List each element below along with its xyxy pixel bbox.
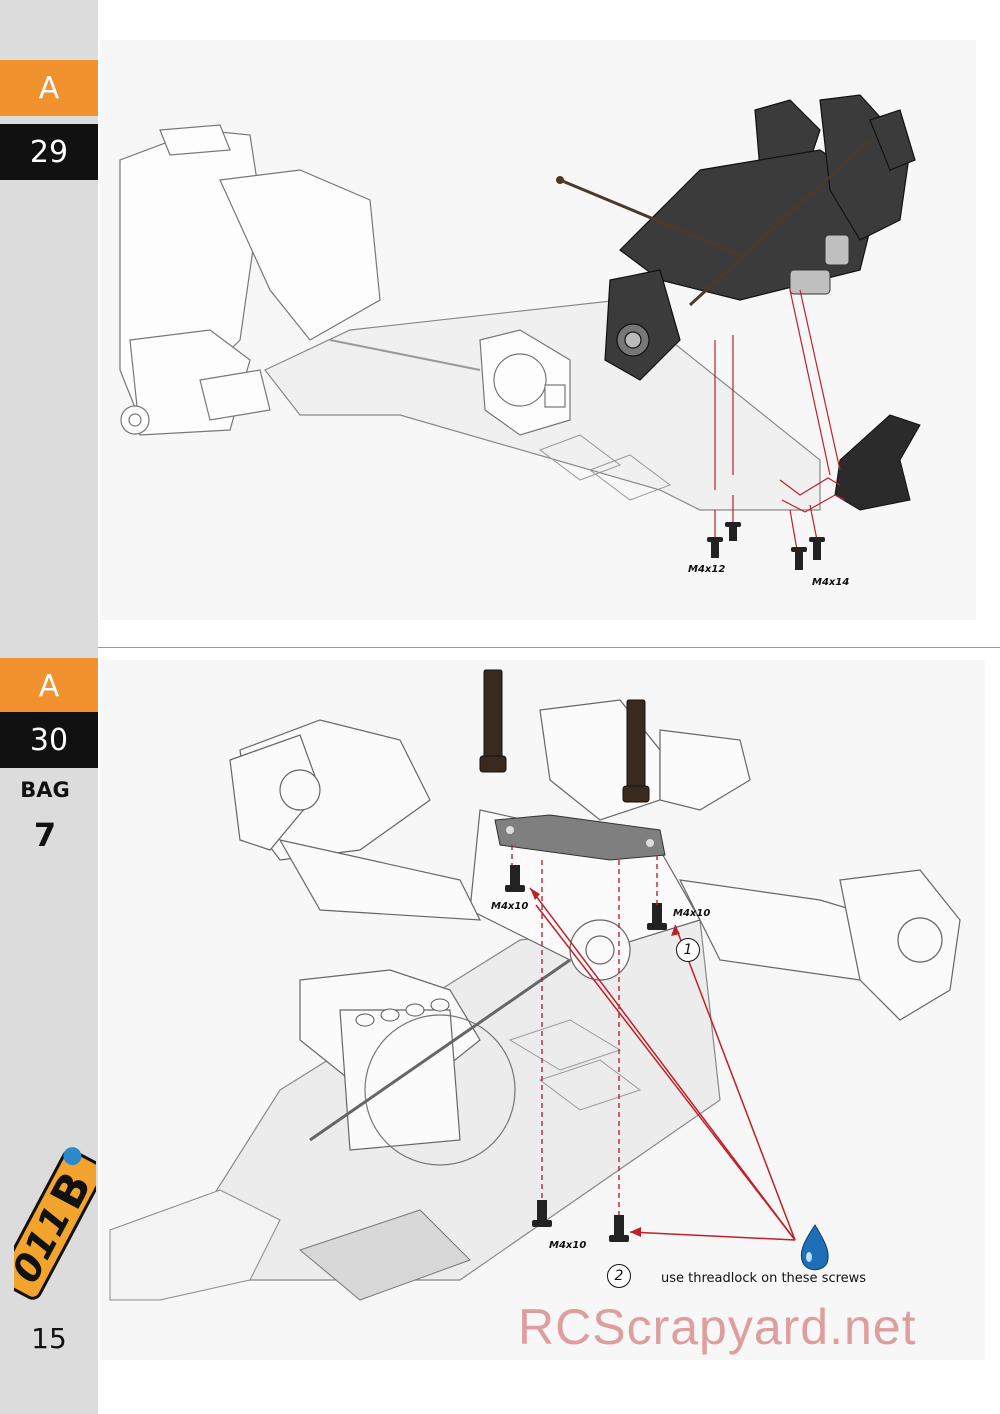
callout-2: 2 xyxy=(607,1264,631,1288)
step-divider xyxy=(98,647,1000,648)
threadlock-note: use threadlock on these screws xyxy=(661,1271,867,1286)
step-29-number-badge: 29 xyxy=(0,124,98,180)
screw-label-m4x10-left: M4x10 xyxy=(491,901,529,912)
watermark: RCScrapyard.net xyxy=(518,1299,917,1355)
screw-label-m4x10-right: M4x10 xyxy=(673,908,711,919)
screw-label-m4x14: M4x14 xyxy=(812,577,850,588)
bag-label: BAG xyxy=(20,778,70,802)
screw-label-m4x10-bottom: M4x10 xyxy=(549,1240,587,1251)
step-30-letter-badge: A xyxy=(0,658,98,714)
sidebar: A 29 A 30 BAG 7 011 B 15 xyxy=(0,0,98,1414)
page-number: 15 xyxy=(31,1322,67,1355)
011e-logo-icon: 011 B xyxy=(14,1147,96,1300)
step-29-illustration-panel: M4x12 M4x14 xyxy=(100,40,976,620)
step-30-assembly-drawing xyxy=(109,669,961,1301)
step-30-number-badge: 30 xyxy=(0,712,98,768)
callout-1: 1 xyxy=(676,938,700,962)
bag-number: 7 xyxy=(33,816,57,854)
step-29-letter-badge: A xyxy=(0,60,98,116)
step-29-assembly-drawing xyxy=(119,94,921,570)
step-30-illustration-panel: M4x10 M4x10 M4x10 1 2 xyxy=(100,660,985,1360)
screw-label-m4x12: M4x12 xyxy=(688,564,726,575)
